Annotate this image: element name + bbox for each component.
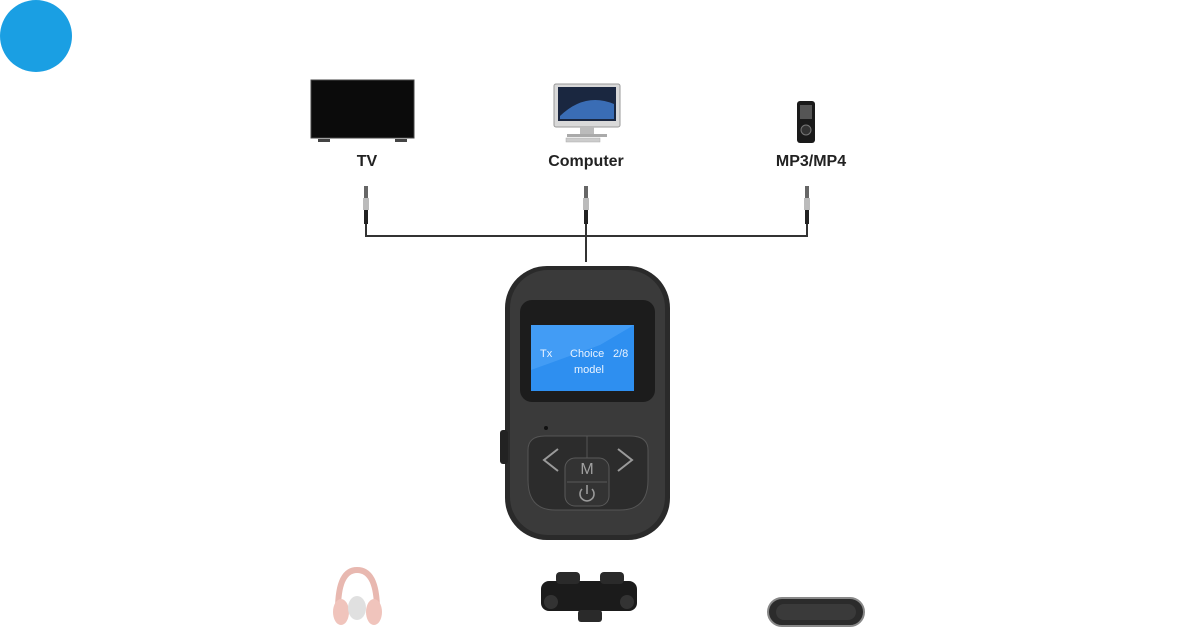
bluetooth-transmitter-device	[500, 266, 670, 540]
lcd-choice: Choice	[570, 348, 605, 360]
power-icon[interactable]	[579, 485, 595, 502]
label-mp3: MP3/MP4	[775, 153, 847, 170]
headphones-icon	[333, 566, 382, 625]
audio-jack-computer	[583, 186, 589, 224]
menu-button[interactable]: M	[580, 461, 594, 478]
earbuds-icon	[541, 572, 637, 622]
computer-icon	[553, 83, 621, 143]
lcd-model: model	[574, 364, 604, 376]
label-tv: TV	[356, 153, 378, 170]
chevron-left-icon[interactable]	[542, 448, 559, 472]
speaker-icon	[767, 597, 865, 627]
mp3-player-icon	[797, 101, 815, 143]
tv-icon	[310, 79, 415, 142]
tx-mode-badge: TX Mode	[0, 0, 622, 72]
badge-title: TX	[578, 4, 622, 42]
connection-cable	[365, 224, 808, 262]
lcd-mode: Tx	[540, 348, 553, 360]
audio-jack-mp3	[804, 186, 810, 224]
lcd-count: 2/8	[613, 348, 629, 360]
label-computer: Computer	[548, 153, 624, 170]
chevron-right-icon[interactable]	[617, 448, 634, 472]
badge-subtitle: Mode	[581, 43, 619, 60]
lcd-screen	[531, 325, 634, 391]
audio-jack-tv	[363, 186, 369, 224]
